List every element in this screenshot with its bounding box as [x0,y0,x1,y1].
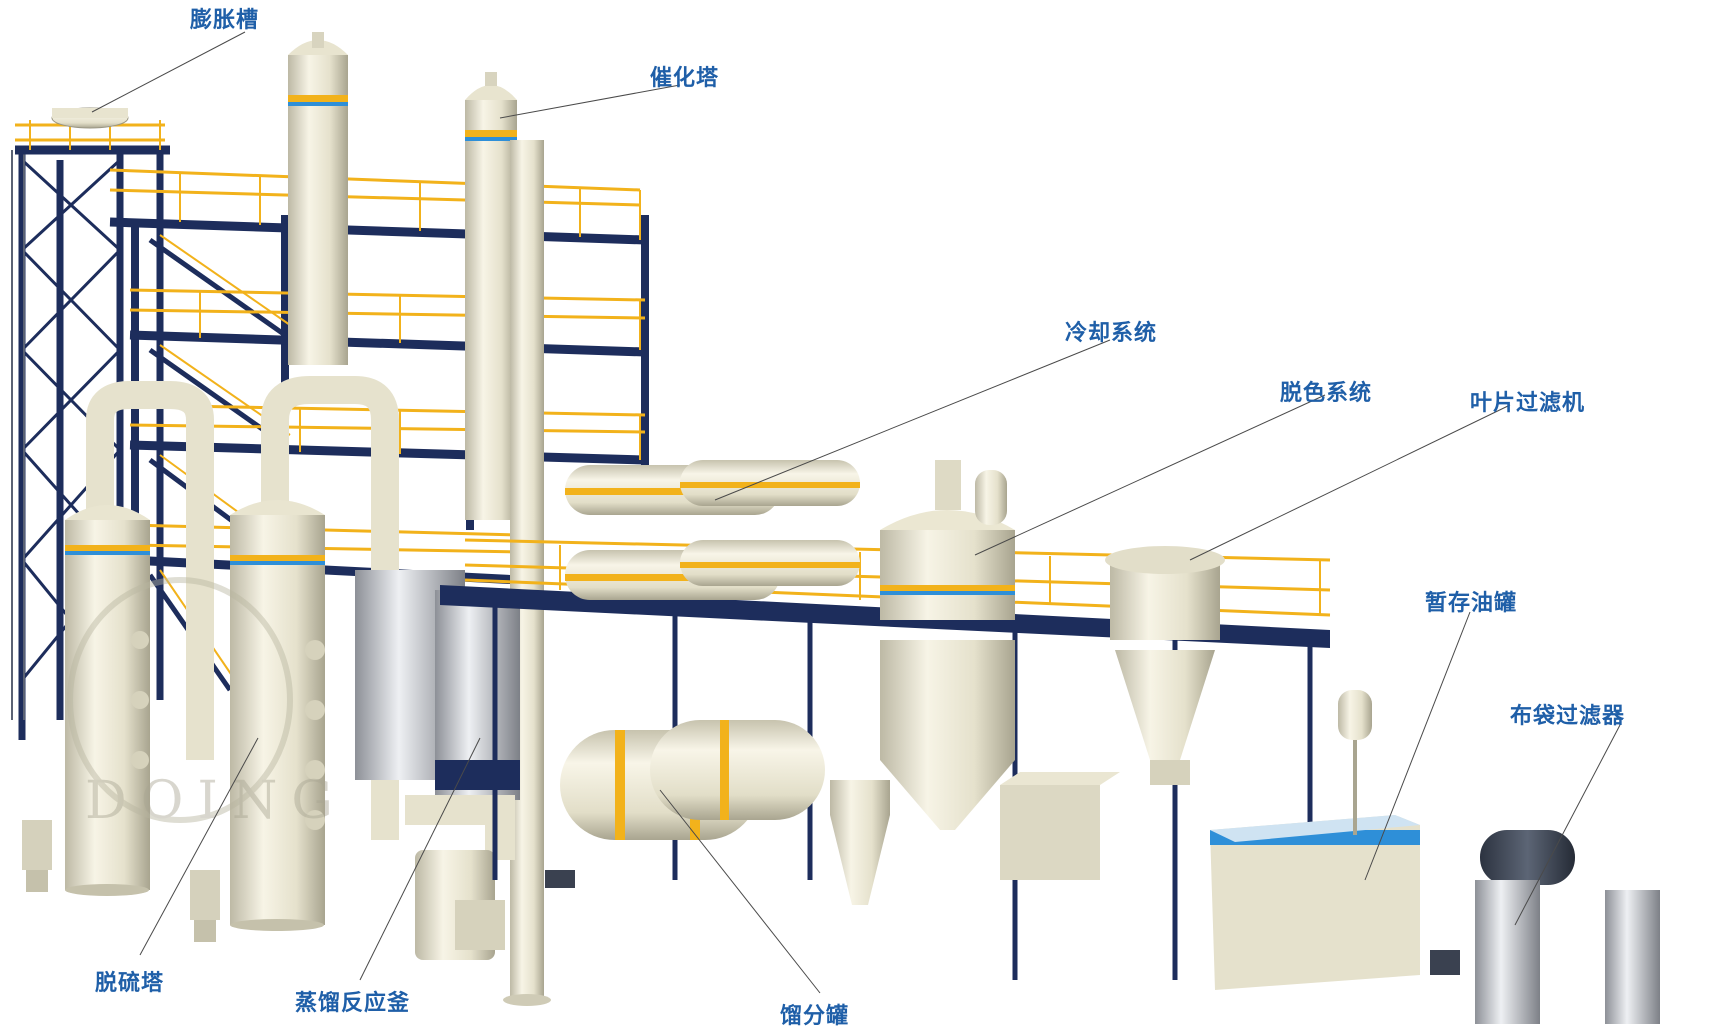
bag-filter-assembly [1430,830,1660,1024]
fraction-tank-back [650,720,825,820]
label-catalytic-tower: 催化塔 [650,66,720,91]
small-pump-center [545,870,575,888]
watermark-text: DOING [85,771,347,831]
expansion-tank [51,107,129,129]
label-distillation-reactor: 蒸馏反应釜 [295,991,411,1016]
label-cooling-system: 冷却系统 [1065,321,1158,346]
chimney [503,140,551,1006]
cooling-system [565,460,860,600]
catalytic-tower-left [288,32,348,365]
blower-fan [405,795,515,960]
leaf-filter [1105,546,1225,785]
callout-lines [91,31,1621,994]
label-bag-filter: 布袋过滤器 [1510,704,1626,729]
cyclone-separator [830,780,890,905]
storage-box [1000,772,1120,880]
watermark-logo: DOING [67,577,347,831]
pump-right [190,870,220,942]
decolorization-system [880,460,1015,830]
catalytic-tower-right [465,72,517,520]
label-expansion-tank: 膨胀槽 [190,8,260,33]
label-decolorization-system: 脱色系统 [1280,381,1373,406]
desulfurization-tower-right [230,376,399,931]
label-desulfurization-tower: 脱硫塔 [95,971,165,996]
pump-left [22,820,52,892]
label-fraction-tank: 馏分罐 [780,1004,850,1029]
temporary-oil-tank [1210,690,1420,990]
label-temporary-oil-tank: 暂存油罐 [1425,591,1518,616]
label-leaf-filter: 叶片过滤机 [1470,391,1586,416]
desulfurization-tower-left [65,381,214,896]
